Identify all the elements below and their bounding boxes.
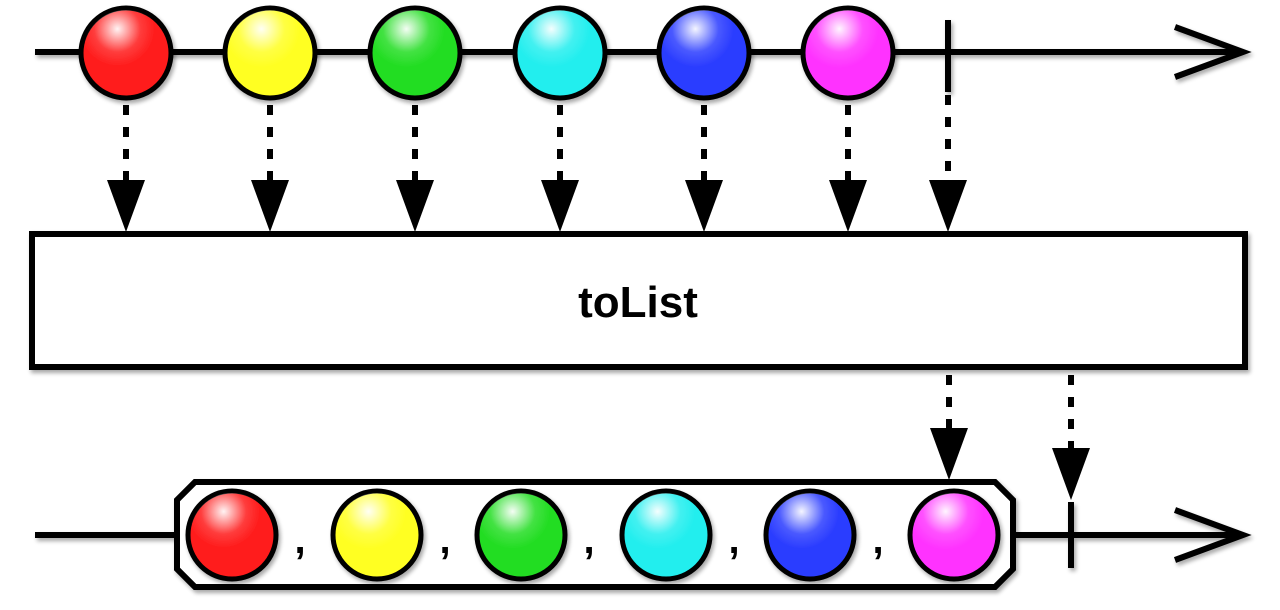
input-marbles <box>78 5 896 101</box>
list-separator: , <box>294 518 305 562</box>
input-marble-magenta <box>800 5 896 101</box>
output-marble-magenta <box>907 488 1001 582</box>
list-separator: , <box>439 518 450 562</box>
operator-label: toList <box>578 278 698 327</box>
input-timeline <box>35 20 1252 92</box>
output-arrow-completion <box>1052 375 1090 500</box>
input-arrow-4 <box>541 105 579 232</box>
output-emission-arrows <box>930 375 1090 500</box>
input-arrow-completion <box>929 95 967 232</box>
input-marble-blue <box>656 5 752 101</box>
list-separator: , <box>728 518 739 562</box>
input-marble-red <box>78 5 174 101</box>
input-arrow-5 <box>685 105 723 232</box>
operator-box <box>29 231 1248 370</box>
input-arrow-2 <box>251 105 289 232</box>
list-separator: , <box>872 518 883 562</box>
output-marble-green <box>474 488 568 582</box>
input-emission-arrows <box>107 95 967 232</box>
input-arrow-6 <box>829 105 867 232</box>
input-marble-green <box>367 5 463 101</box>
output-list-marbles: ,,,,, <box>185 488 1001 582</box>
output-marble-cyan <box>619 488 713 582</box>
list-separator: , <box>583 518 594 562</box>
output-arrow-list <box>930 375 968 480</box>
output-marble-red <box>185 488 279 582</box>
input-marble-yellow <box>222 5 318 101</box>
input-arrow-3 <box>396 105 434 232</box>
input-arrow-1 <box>107 105 145 232</box>
output-marble-yellow <box>330 488 424 582</box>
output-marble-blue <box>763 488 857 582</box>
input-marble-cyan <box>512 5 608 101</box>
